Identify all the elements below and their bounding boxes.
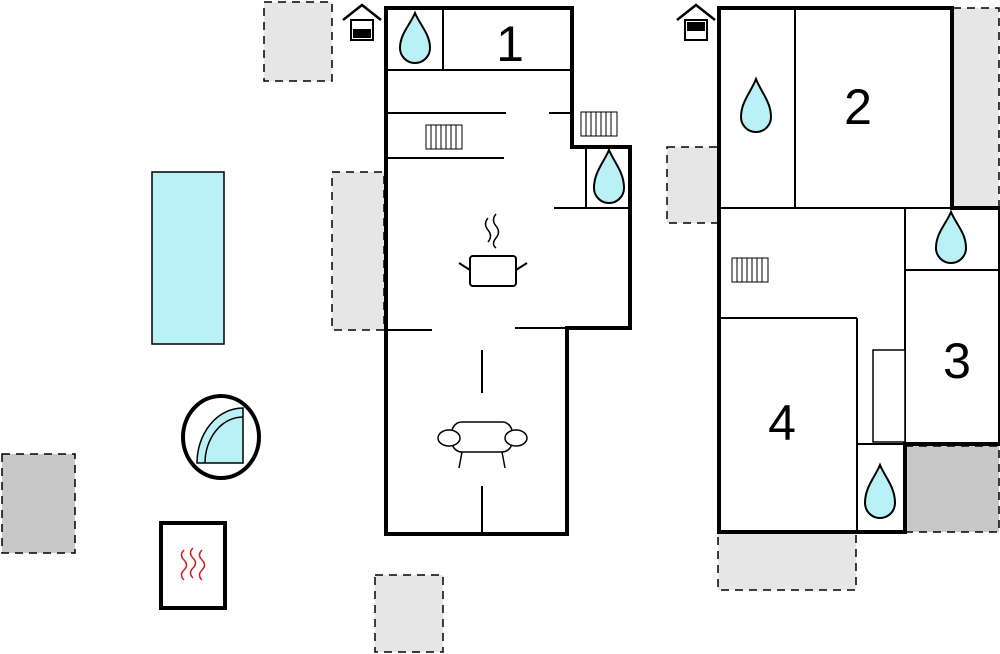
radiator-icon [580, 111, 618, 137]
room-number-2: 2 [844, 79, 872, 135]
room-number-1: 1 [496, 16, 524, 72]
room-number-3: 3 [943, 333, 971, 389]
water-drop-icon [863, 462, 897, 519]
water-drop-icon [739, 76, 773, 133]
terrace-bottom-center [374, 574, 444, 653]
water-drop-icon [934, 209, 968, 264]
cooking-pot-icon [458, 213, 528, 287]
radiator-icon [731, 257, 769, 283]
room-number-4: 4 [768, 395, 796, 451]
pool [151, 171, 225, 345]
terrace-left-middle [331, 171, 385, 331]
water-drop-icon [398, 10, 432, 64]
whirlpool-icon [181, 394, 261, 480]
terrace-right-bottom [904, 445, 1000, 533]
entrance-icon [342, 3, 382, 41]
terrace-right-top [952, 7, 1000, 209]
building-left [384, 6, 632, 536]
sauna-icon [159, 521, 227, 610]
radiator-icon [425, 124, 463, 150]
building-right [717, 6, 1000, 534]
terrace-bottom-left [1, 453, 76, 554]
entrance-icon [676, 3, 716, 41]
sofa-icon [437, 421, 528, 469]
terrace-bottom-right [717, 532, 857, 591]
water-drop-icon [592, 147, 626, 204]
terrace-right-left [666, 146, 719, 224]
terrace-top [263, 1, 333, 82]
